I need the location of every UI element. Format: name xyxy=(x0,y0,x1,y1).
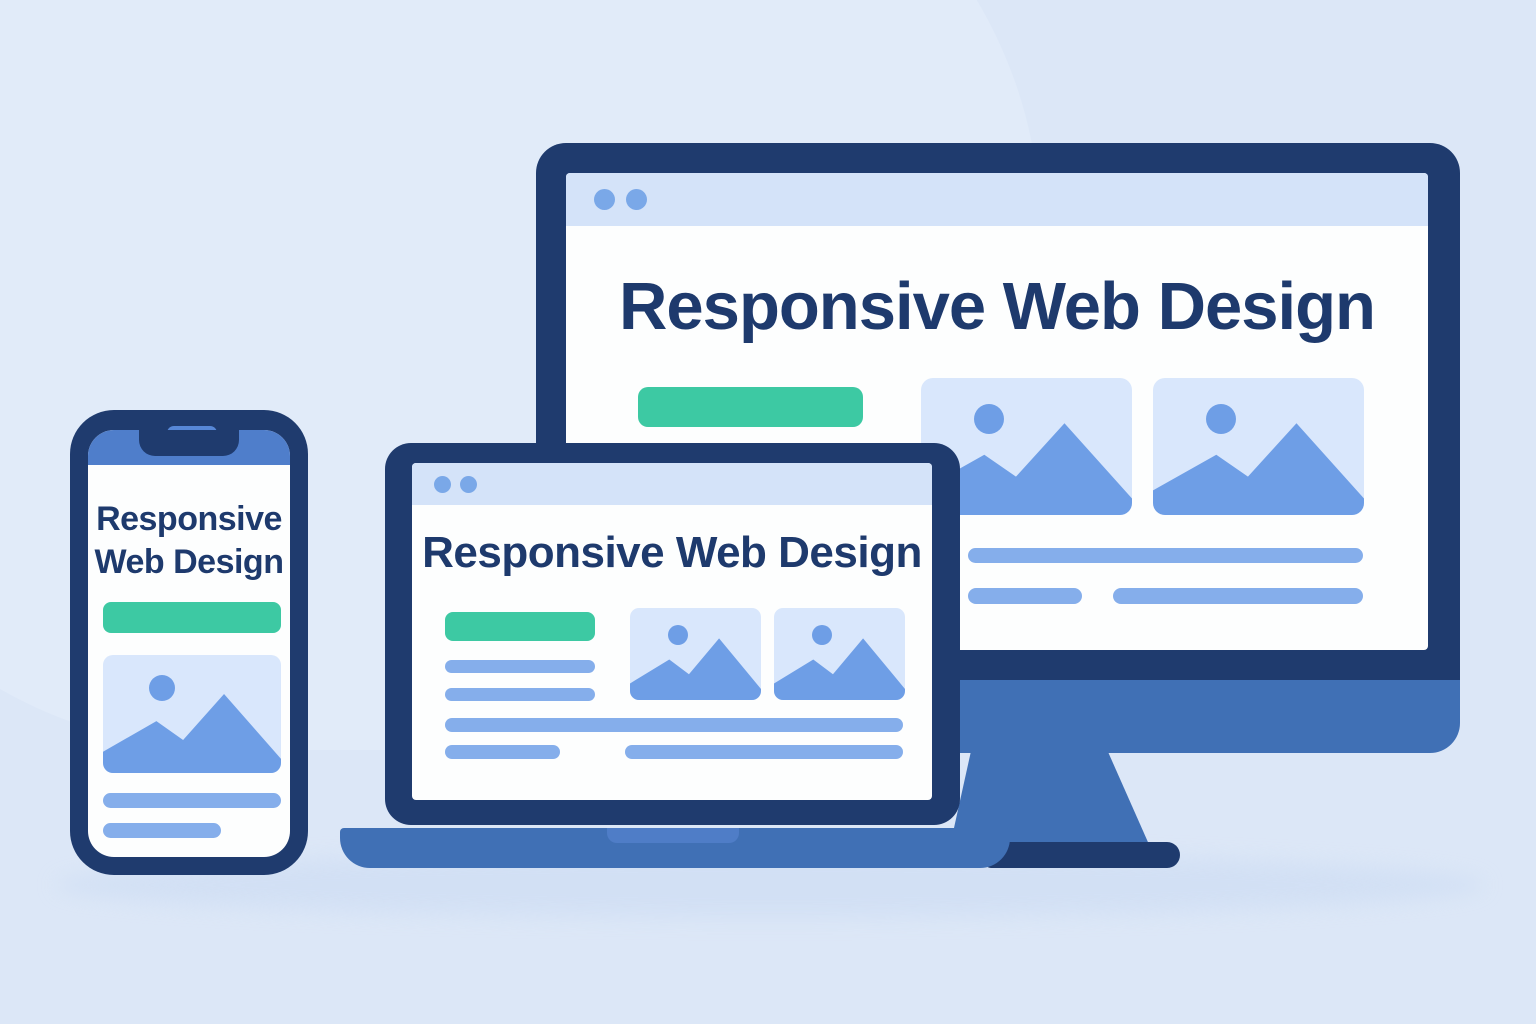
sun-icon xyxy=(812,625,832,645)
monitor-base xyxy=(984,842,1180,868)
laptop-browser-window: Responsive Web Design xyxy=(412,463,932,800)
page-title: Responsive Web Design xyxy=(422,528,922,577)
phone-notch xyxy=(139,430,239,456)
laptop-base-notch xyxy=(607,828,739,843)
text-line-placeholder xyxy=(625,745,903,759)
cta-button-placeholder xyxy=(638,387,863,427)
browser-dot-icon xyxy=(626,189,647,210)
text-line-placeholder xyxy=(103,793,281,808)
image-placeholder xyxy=(921,378,1132,515)
image-placeholder xyxy=(774,608,905,700)
mountain-icon xyxy=(103,693,281,773)
text-line-placeholder xyxy=(445,660,595,673)
image-placeholder xyxy=(630,608,761,700)
browser-dot-icon xyxy=(434,475,451,493)
text-line-placeholder xyxy=(445,745,560,759)
laptop-base xyxy=(340,828,1010,868)
mountain-icon xyxy=(1153,423,1364,515)
text-line-placeholder xyxy=(1113,588,1363,604)
image-placeholder xyxy=(1153,378,1364,515)
browser-toolbar xyxy=(566,173,1428,226)
cta-button-placeholder xyxy=(103,602,281,633)
text-line-placeholder xyxy=(968,588,1082,604)
mountain-icon xyxy=(630,638,761,700)
image-placeholder xyxy=(103,655,281,773)
phone-browser-window: Responsive Web Design xyxy=(88,430,290,857)
text-line-placeholder xyxy=(103,823,221,838)
page-title: Responsive Web Design xyxy=(94,500,284,581)
sun-icon xyxy=(1206,404,1236,434)
browser-dot-icon xyxy=(594,189,615,210)
mountain-icon xyxy=(774,638,905,700)
cta-button-placeholder xyxy=(445,612,595,641)
page-title: Responsive Web Design xyxy=(619,269,1376,344)
sun-icon xyxy=(149,675,175,701)
sun-icon xyxy=(974,404,1004,434)
sun-icon xyxy=(668,625,688,645)
browser-toolbar xyxy=(412,463,932,505)
text-line-placeholder xyxy=(445,718,903,732)
browser-dot-icon xyxy=(460,475,477,493)
text-line-placeholder xyxy=(968,548,1363,563)
text-line-placeholder xyxy=(445,688,595,701)
